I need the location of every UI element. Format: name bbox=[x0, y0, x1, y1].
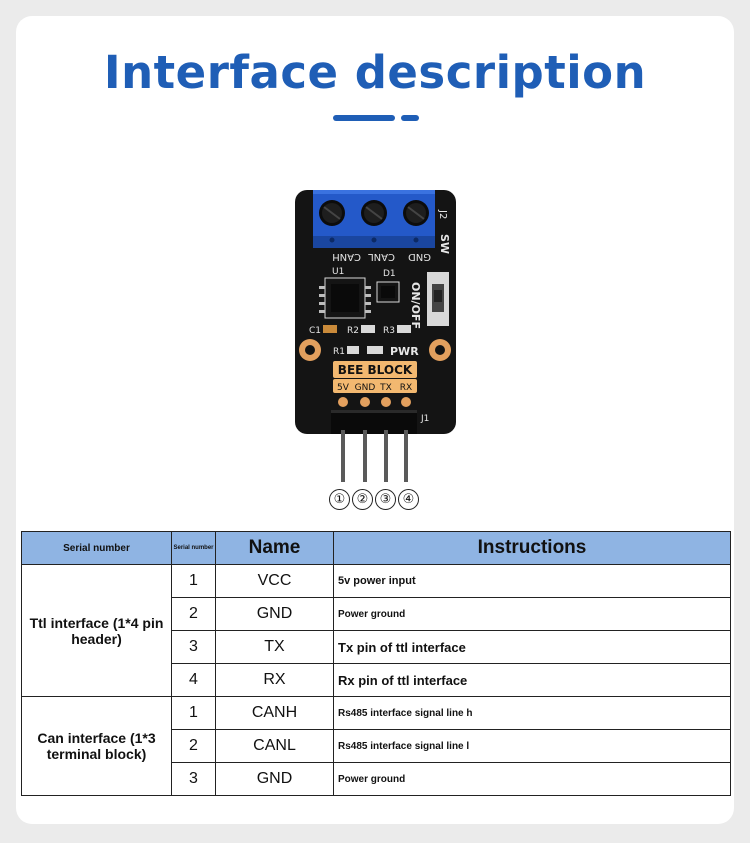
row-instruction: Rs485 interface signal line h bbox=[333, 696, 731, 730]
row-name: VCC bbox=[215, 564, 334, 598]
row-name: GND bbox=[215, 762, 334, 796]
row-num: 3 bbox=[171, 762, 216, 796]
row-num: 3 bbox=[171, 630, 216, 664]
row-instruction: Power ground bbox=[333, 597, 731, 631]
table-row: 4 RX Rx pin of ttl interface bbox=[22, 663, 731, 697]
table-row: Ttl interface (1*4 pin header) 1 VCC 5v … bbox=[21, 564, 731, 697]
terminal-label-canl: CANL bbox=[368, 251, 395, 262]
pin-number-markers: ① ② ③ ④ bbox=[329, 489, 419, 513]
pin-marker-4: ④ bbox=[398, 489, 419, 510]
row-instruction: Power ground bbox=[333, 762, 731, 796]
row-name: RX bbox=[215, 663, 334, 697]
row-instruction: Rs485 interface signal line l bbox=[333, 729, 731, 763]
row-name: TX bbox=[215, 630, 334, 664]
title-underline-short bbox=[401, 115, 419, 121]
title-underline-long bbox=[333, 115, 395, 121]
pin-label-tx: TX bbox=[379, 383, 392, 393]
terminal-screw-2 bbox=[361, 200, 387, 226]
row-name: CANH bbox=[215, 696, 334, 730]
header-name: Name bbox=[215, 531, 334, 565]
page-title: Interface description bbox=[103, 46, 647, 99]
brand-label: BEE BLOCK bbox=[338, 363, 413, 377]
header-serial-small: Serial number bbox=[171, 531, 216, 565]
table-header-row: Serial number Serial number Name Instruc… bbox=[21, 531, 731, 565]
pin-marker-1: ① bbox=[329, 489, 350, 510]
pin-label-5v: 5V bbox=[337, 383, 350, 393]
header-pins bbox=[330, 430, 420, 485]
terminal-screw-1 bbox=[319, 200, 345, 226]
ref-j2: J2 bbox=[437, 209, 448, 219]
row-name: CANL bbox=[215, 729, 334, 763]
row-name: GND bbox=[215, 597, 334, 631]
row-instruction: Tx pin of ttl interface bbox=[333, 630, 731, 664]
row-num: 1 bbox=[171, 696, 216, 730]
pwr-label: PWR bbox=[390, 345, 419, 358]
row-num: 2 bbox=[171, 597, 216, 631]
brand-box bbox=[333, 361, 417, 378]
header-serial-number: Serial number bbox=[21, 531, 172, 565]
pin-label-gnd: GND bbox=[355, 383, 376, 393]
ref-r2: R2 bbox=[347, 326, 359, 336]
pin-marker-2: ② bbox=[352, 489, 373, 510]
can-transceiver-chip bbox=[331, 284, 359, 312]
diode bbox=[381, 286, 395, 298]
table-row: 3 GND Power ground bbox=[22, 762, 731, 796]
terminal-screw-3 bbox=[403, 200, 429, 226]
switch-label: ON/OFF bbox=[409, 282, 422, 329]
row-num: 2 bbox=[171, 729, 216, 763]
group-label-can: Can interface (1*3 terminal block) bbox=[21, 696, 172, 796]
ref-r1: R1 bbox=[333, 347, 345, 357]
interface-table: Serial number Serial number Name Instruc… bbox=[21, 531, 731, 796]
row-instruction: 5v power input bbox=[333, 564, 731, 598]
can-module-board: J2 SW GND CANL CANH U1 D1 ON/OFF C1 R2 R… bbox=[295, 190, 456, 434]
ref-d1: D1 bbox=[383, 269, 396, 279]
group-label-ttl: Ttl interface (1*4 pin header) bbox=[21, 564, 172, 697]
pin-header-housing bbox=[331, 410, 417, 434]
ref-j1: J1 bbox=[420, 414, 429, 424]
table-row: Can interface (1*3 terminal block) 1 CAN… bbox=[21, 696, 731, 796]
header-instructions: Instructions bbox=[333, 531, 731, 565]
pin-label-rx: RX bbox=[400, 383, 412, 393]
row-instruction: Rx pin of ttl interface bbox=[333, 663, 731, 697]
ref-u1: U1 bbox=[332, 267, 344, 277]
row-num: 4 bbox=[171, 663, 216, 697]
terminal-label-canh: CANH bbox=[332, 251, 361, 262]
ref-c1: C1 bbox=[309, 326, 321, 336]
ref-r3: R3 bbox=[383, 326, 395, 336]
pin-marker-3: ③ bbox=[375, 489, 396, 510]
ref-sw: SW bbox=[438, 234, 451, 254]
terminal-label-gnd: GND bbox=[408, 251, 431, 262]
row-num: 1 bbox=[171, 564, 216, 598]
